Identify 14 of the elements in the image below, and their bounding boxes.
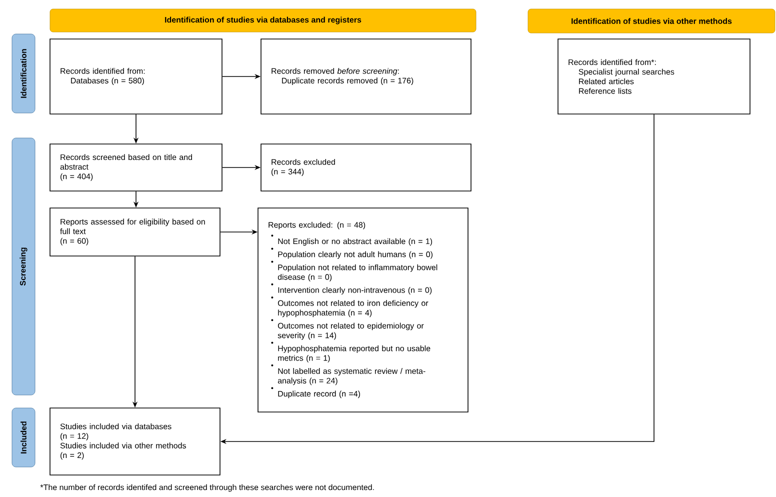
- phase-label: Included: [12, 408, 36, 468]
- phase-label: Screening: [12, 138, 36, 396]
- process-box: Records identified from: Databases (n = 580): [50, 38, 222, 114]
- header-banner: Identification of studies via databases and registers: [50, 8, 476, 32]
- phase-label: Identification: [12, 34, 36, 114]
- process-box: Reports assessed for eligibility based on full text (n = 60): [50, 208, 220, 256]
- process-box: Records identified from*: Specialist journal searches Related articles Reference lists: [558, 38, 750, 114]
- process-box: Reports excluded: (n = 48) Not English or no abstract available (n = 1) Population clearly not adult humans (n = 0) Population not related to inflammatory bowel disease (n = 0) Intervention clearly non-intravenous (n = 0) Outcomes not related to iron deficiency or hypophosphatemia (n = 4) Outcomes not related to epidemiology or severity (n = 14) Hypophosphatemia reported but no usable metrics (n = 1) Not labelled as systematic review / meta-analysis (n = 24) Duplicate record (n =4): [258, 208, 468, 412]
- process-box: Studies included via databases (n = 12) Studies included via other methods (n = 2): [50, 408, 220, 476]
- footnote-text: *The number of records identifed and screened through these searches were not documented.: [40, 484, 374, 492]
- process-box: Records removed before screening: Duplicate records removed (n = 176): [260, 38, 472, 114]
- process-box: Records excluded (n = 344): [260, 144, 472, 192]
- header-banner: Identification of studies via other methods: [528, 8, 776, 34]
- process-box: Records screened based on title and abstract (n = 404): [50, 144, 222, 192]
